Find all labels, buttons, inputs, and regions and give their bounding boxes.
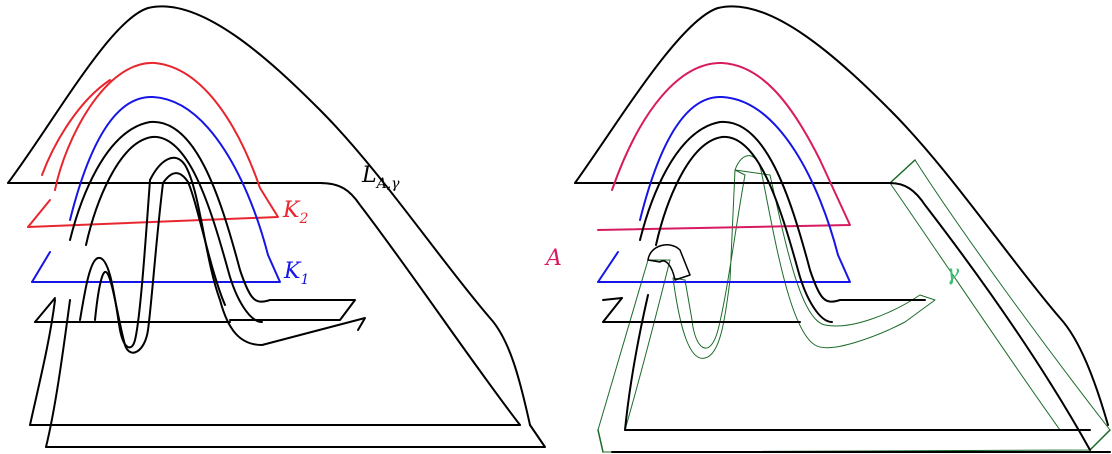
left-knot-k2	[27, 61, 279, 228]
annulus-blue-boundary	[597, 95, 851, 283]
left-knot-k1	[31, 95, 281, 283]
right-inner-link-strands	[602, 120, 926, 323]
knot1-label: K1	[283, 259, 309, 288]
link-label: LA,γ	[361, 163, 400, 192]
gamma-label: γ	[946, 261, 960, 286]
right-panel-annulus-band	[574, 5, 1111, 453]
knot2-label: K2	[282, 198, 308, 227]
left-outer-link-component	[7, 5, 546, 448]
arc-gamma-band	[597, 155, 1111, 453]
annulus-label: A	[544, 246, 562, 271]
right-outer-link-component	[574, 5, 1111, 453]
left-inner-link-strands	[34, 120, 366, 354]
left-panel-link-diagram	[7, 5, 546, 448]
annulus-red-boundary	[597, 61, 851, 231]
